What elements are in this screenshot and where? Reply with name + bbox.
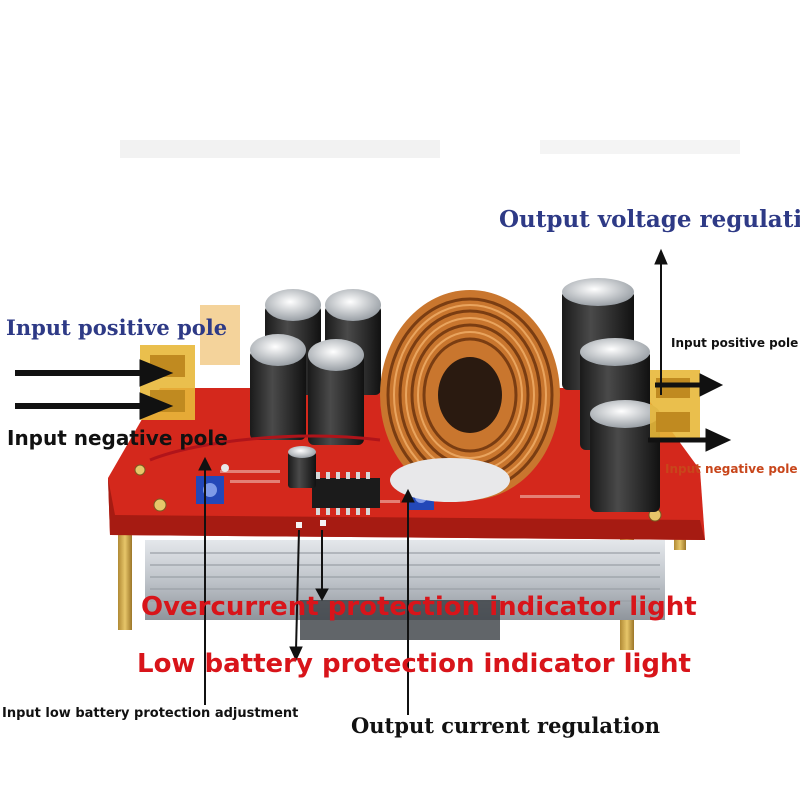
toroid-inductor — [380, 290, 560, 502]
overcurrent-protection-indicator-label: Overcurrent protection indicator light — [141, 592, 697, 622]
input-low-battery-adjustment-label: Input low battery protection adjustment — [2, 706, 299, 721]
input-positive-pole-left-label: Input positive pole — [6, 315, 228, 340]
small-capacitor — [288, 446, 316, 488]
input-positive-pole-right-label: Input positive pole — [671, 336, 799, 350]
heatsink — [145, 540, 665, 640]
output-current-regulation-label: Output current regulation — [351, 713, 660, 738]
input-capacitors — [250, 289, 381, 445]
background-smudge — [120, 140, 440, 158]
ic-chip — [312, 472, 380, 515]
output-capacitors — [562, 278, 660, 512]
red-wire — [149, 434, 381, 462]
output-voltage-regulation-label: Output voltage regulation — [499, 206, 800, 233]
annotation-arrows — [15, 248, 732, 715]
low-battery-protection-indicator-label: Low battery protection indicator light — [137, 649, 691, 679]
indicator-leds — [296, 520, 326, 528]
input-negative-pole-right-label: Input negative pole — [665, 462, 798, 476]
background-smudge — [540, 140, 740, 154]
input-negative-pole-left-label: Input negative pole — [7, 426, 228, 450]
